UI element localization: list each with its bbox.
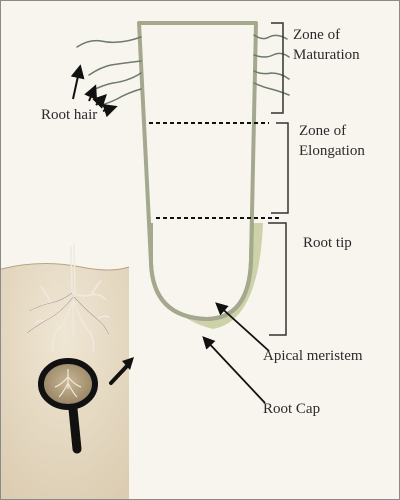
bracket-elongation <box>271 122 289 214</box>
bracket-maturation <box>271 22 284 114</box>
zone-elongation-line2: Elongation <box>299 143 365 159</box>
root-body <box>137 21 263 329</box>
zone-dividers <box>149 122 279 219</box>
zone-maturation-line2: Maturation <box>293 47 360 63</box>
zone-elongation-line1: Zone of <box>299 123 347 139</box>
bracket-root-tip <box>268 222 287 336</box>
zone-of-maturation-label: Zone of Maturation <box>293 25 360 65</box>
apical-meristem-arrow <box>215 302 270 352</box>
zone-maturation-line1: Zone of <box>293 27 341 43</box>
root-cap-label: Root Cap <box>263 401 321 417</box>
zone-brackets <box>268 22 289 336</box>
root-tip-label: Root tip <box>303 235 352 251</box>
plant-root-system-shadow <box>26 292 110 336</box>
label-pointer-arrows <box>202 302 270 404</box>
soil-surface-line <box>1 262 130 271</box>
root-hair-label: Root hair <box>41 107 98 123</box>
root-cap-arrow <box>202 336 266 404</box>
apical-meristem-label: Apical meristem <box>263 348 363 364</box>
magnifying-glass-icon <box>38 358 98 454</box>
root-hair-arrows <box>70 64 118 118</box>
zone-of-elongation-label: Zone of Elongation <box>299 121 365 161</box>
root-outline <box>137 21 258 321</box>
root-hairs <box>76 34 290 106</box>
magnify-pointer-arrow <box>109 357 134 385</box>
